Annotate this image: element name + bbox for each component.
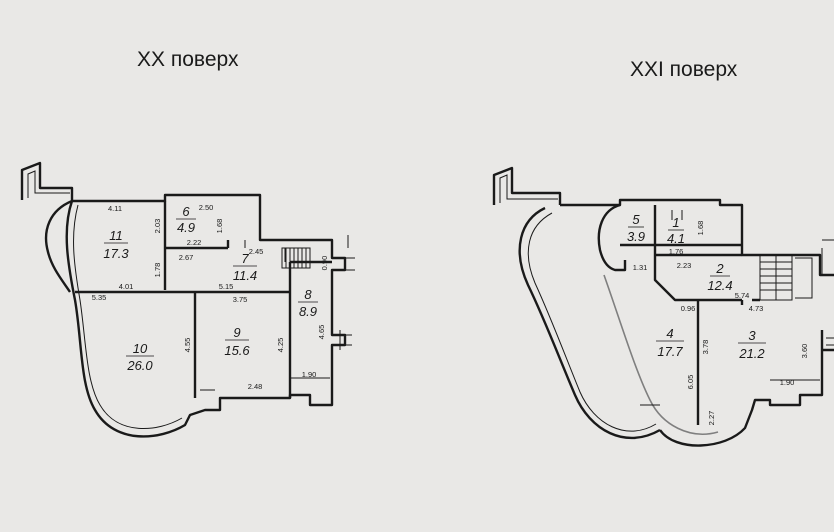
outline-xxi (560, 198, 834, 447)
dimension-label: 2.03 (153, 219, 162, 234)
room-number: 2 (715, 261, 724, 276)
dimension-label: 3.75 (233, 295, 248, 304)
dimension-label: 0.90 (320, 256, 329, 271)
internal-walls-xx (75, 201, 332, 398)
room-number: 1 (672, 215, 679, 230)
dimension-label: 1.90 (302, 370, 317, 379)
shaft-inner-xxi (499, 174, 558, 203)
dimension-label: 6.05 (686, 375, 695, 390)
bay-xxi (597, 203, 627, 272)
dimension-label: 2.67 (179, 253, 194, 262)
room-number: 9 (233, 325, 240, 340)
dimension-label: 4.65 (317, 325, 326, 340)
room-number: 3 (748, 328, 756, 343)
dimension-label: 5.74 (735, 291, 750, 300)
dimension-label: 2.50 (199, 203, 214, 212)
dimension-label: 4.55 (183, 338, 192, 353)
dimension-label: 1.68 (696, 221, 705, 236)
room-area: 17.7 (657, 344, 683, 359)
outline-inner-xx (73, 204, 183, 430)
dimension-label: 1.90 (780, 378, 795, 387)
glazing-xxi (603, 274, 719, 435)
room-number: 4 (666, 326, 673, 341)
room-number: 10 (133, 341, 148, 356)
dimension-label: 4.01 (119, 282, 134, 291)
dimension-label: 3.60 (800, 344, 809, 359)
dimension-label: 2.48 (248, 382, 263, 391)
dimension-label: 1.78 (153, 263, 162, 278)
dimension-label: 4.73 (749, 304, 764, 313)
floor-title-xx: XX поверх (137, 48, 239, 71)
room-number: 6 (182, 204, 190, 219)
dimension-label: 1.76 (669, 247, 684, 256)
room-number: 7 (241, 251, 249, 266)
balcony-xxi (518, 206, 661, 440)
floor-plan-xx: 11 17.3 6 4.9 7 11.4 8 8.9 9 15.6 10 26.… (20, 161, 355, 438)
dimension-label: 2.45 (249, 247, 264, 256)
window-brackets-xxi (821, 239, 834, 346)
shaft-outline-xxi (492, 166, 562, 205)
room-number: 5 (632, 212, 640, 227)
room-area: 15.6 (224, 343, 250, 358)
room-area: 12.4 (707, 278, 732, 293)
dimension-label: 5.15 (219, 282, 234, 291)
dimension-label: 2.23 (677, 261, 692, 270)
balcony-inner-xxi (527, 212, 657, 432)
room-number: 11 (109, 228, 123, 243)
room-area: 8.9 (299, 304, 317, 319)
door-lines-xx (200, 240, 330, 391)
dimension-label: 2.22 (187, 238, 202, 247)
dimension-label: 1.68 (215, 219, 224, 234)
room-area: 26.0 (126, 358, 153, 373)
internal-walls-xxi (620, 205, 760, 425)
floor-title-xxi: XXI поверх (630, 58, 738, 81)
dimension-label: 4.25 (276, 338, 285, 353)
dimension-label: 3.78 (701, 340, 710, 355)
dimension-label: 1.31 (633, 263, 648, 272)
outline-xx (65, 193, 347, 438)
room-area: 3.9 (627, 229, 645, 244)
room-area: 4.9 (177, 220, 195, 235)
staircase-xxi (759, 254, 813, 301)
room-area: 4.1 (667, 231, 685, 246)
room-number: 8 (304, 287, 312, 302)
balcony-xx (44, 199, 73, 293)
room-area: 11.4 (233, 268, 257, 283)
dimension-label: 2.27 (707, 411, 716, 426)
shaft-outline-xx (20, 161, 74, 200)
window-brackets-xx (339, 235, 355, 350)
dimension-label: 5.35 (92, 293, 107, 302)
dimension-label: 4.11 (108, 204, 122, 213)
floor-plan-xxi: 5 3.9 1 4.1 2 12.4 4 17.7 3 21.2 1.68 1.… (492, 166, 834, 447)
dimension-label: 0.96 (681, 304, 696, 313)
staircase-xx (281, 247, 311, 269)
door-lines-xxi (640, 210, 820, 406)
room-area: 17.3 (103, 246, 129, 261)
room-area: 21.2 (738, 346, 765, 361)
shaft-inner-xx (27, 170, 70, 198)
